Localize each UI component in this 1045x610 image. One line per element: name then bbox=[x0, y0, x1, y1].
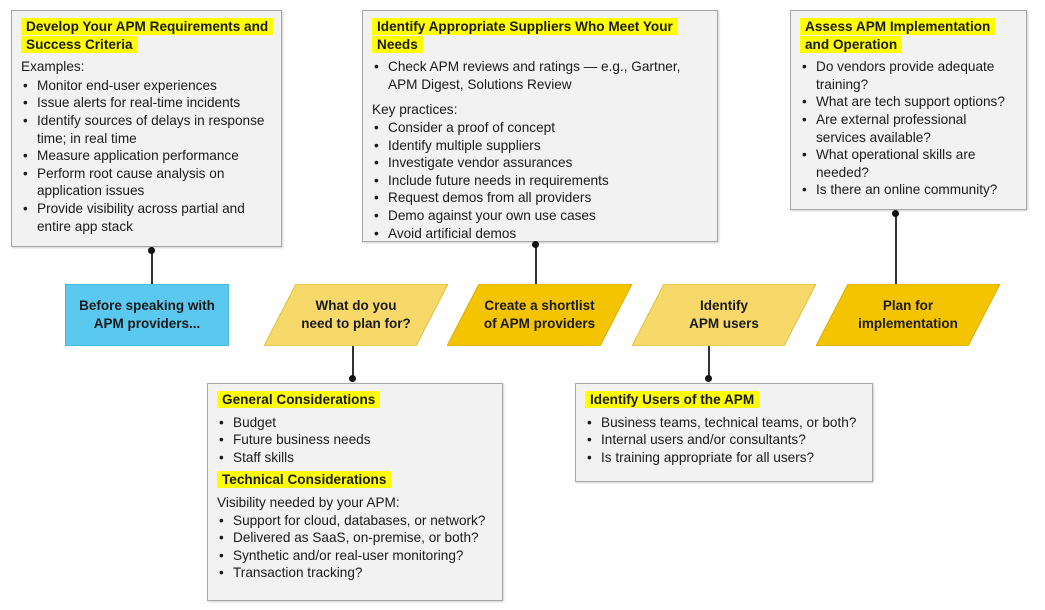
connector-implementation bbox=[895, 213, 897, 284]
requirements-title: Develop Your APM Requirements and Succes… bbox=[21, 18, 274, 53]
requirements-intro: Examples: bbox=[21, 59, 85, 75]
requirements-title-wrap: Develop Your APM Requirements and Succes… bbox=[21, 18, 274, 53]
implementation-title: Assess APM Implementation and Operation bbox=[800, 18, 996, 53]
list-item: Is there an online community? bbox=[800, 181, 1017, 199]
list-item: Provide visibility across partial and en… bbox=[21, 200, 272, 235]
list-item: Internal users and/or consultants? bbox=[585, 431, 863, 449]
list-item: Staff skills bbox=[217, 449, 493, 467]
step-shape bbox=[816, 284, 1000, 346]
suppliers-practices-list: Consider a proof of concept Identify mul… bbox=[372, 119, 708, 242]
users-card: Identify Users of the APM Business teams… bbox=[575, 383, 873, 482]
connector-dot bbox=[892, 210, 899, 217]
list-item: Budget bbox=[217, 414, 493, 432]
suppliers-title-wrap: Identify Appropriate Suppliers Who Meet … bbox=[372, 18, 708, 53]
connector-considerations bbox=[352, 346, 354, 379]
connector-requirements bbox=[151, 247, 153, 284]
list-item: Consider a proof of concept bbox=[372, 119, 708, 137]
list-item: Perform root cause analysis on applicati… bbox=[21, 165, 272, 200]
connector-dot bbox=[532, 241, 539, 248]
connector-users bbox=[708, 346, 710, 378]
step-shape bbox=[264, 284, 448, 346]
list-item: Identify sources of delays in response t… bbox=[21, 112, 272, 147]
list-item: Are external professional services avail… bbox=[800, 111, 1017, 146]
implementation-list: Do vendors provide adequate training? Wh… bbox=[800, 58, 1017, 199]
general-title-wrap: General Considerations bbox=[217, 391, 493, 409]
requirements-list: Monitor end-user experiences Issue alert… bbox=[21, 77, 272, 235]
list-item: Request demos from all providers bbox=[372, 189, 708, 207]
list-item: Issue alerts for real-time incidents bbox=[21, 94, 272, 112]
list-item: Delivered as SaaS, on-premise, or both? bbox=[217, 529, 493, 547]
technical-intro: Visibility needed by your APM: bbox=[217, 494, 400, 510]
list-item: Business teams, technical teams, or both… bbox=[585, 414, 863, 432]
connector-dot bbox=[349, 375, 356, 382]
list-item: Demo against your own use cases bbox=[372, 207, 708, 225]
list-item: Future business needs bbox=[217, 431, 493, 449]
list-item: Synthetic and/or real-user monitoring? bbox=[217, 547, 493, 565]
suppliers-top-list: Check APM reviews and ratings — e.g., Ga… bbox=[372, 58, 708, 93]
connector-suppliers bbox=[535, 244, 537, 284]
step-shape bbox=[632, 284, 816, 346]
list-item: What operational skills are needed? bbox=[800, 146, 1017, 181]
list-item: Investigate vendor assurances bbox=[372, 154, 708, 172]
technical-title: Technical Considerations bbox=[217, 471, 392, 489]
list-item: Include future needs in requirements bbox=[372, 172, 708, 190]
list-item: Is training appropriate for all users? bbox=[585, 449, 863, 467]
implementation-card: Assess APM Implementation and Operation … bbox=[790, 10, 1027, 210]
list-item: Check APM reviews and ratings — e.g., Ga… bbox=[372, 58, 708, 93]
connector-dot bbox=[148, 247, 155, 254]
technical-title-wrap: Technical Considerations bbox=[217, 471, 493, 489]
list-item: Avoid artificial demos bbox=[372, 225, 708, 243]
step-shape bbox=[447, 284, 632, 346]
technical-list: Support for cloud, databases, or network… bbox=[217, 512, 493, 582]
connector-dot bbox=[705, 375, 712, 382]
suppliers-title: Identify Appropriate Suppliers Who Meet … bbox=[372, 18, 678, 53]
implementation-title-wrap: Assess APM Implementation and Operation bbox=[800, 18, 1017, 53]
list-item: Monitor end-user experiences bbox=[21, 77, 272, 95]
requirements-card: Develop Your APM Requirements and Succes… bbox=[11, 10, 282, 247]
users-list: Business teams, technical teams, or both… bbox=[585, 414, 863, 467]
list-item: Do vendors provide adequate training? bbox=[800, 58, 1017, 93]
users-title-wrap: Identify Users of the APM bbox=[585, 391, 863, 409]
step-shape bbox=[65, 284, 229, 346]
list-item: Identify multiple suppliers bbox=[372, 137, 708, 155]
users-title: Identify Users of the APM bbox=[585, 391, 760, 408]
list-item: Measure application performance bbox=[21, 147, 272, 165]
suppliers-practices-label: Key practices: bbox=[372, 102, 458, 118]
general-list: Budget Future business needs Staff skill… bbox=[217, 414, 493, 467]
general-title: General Considerations bbox=[217, 391, 381, 408]
suppliers-card: Identify Appropriate Suppliers Who Meet … bbox=[362, 10, 718, 242]
list-item: Transaction tracking? bbox=[217, 564, 493, 582]
considerations-card: General Considerations Budget Future bus… bbox=[207, 383, 503, 601]
list-item: Support for cloud, databases, or network… bbox=[217, 512, 493, 530]
list-item: What are tech support options? bbox=[800, 93, 1017, 111]
